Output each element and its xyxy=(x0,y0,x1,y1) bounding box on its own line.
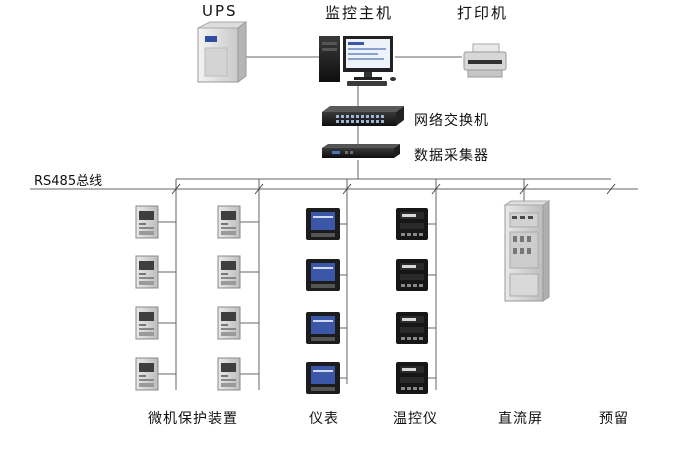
host-label: 监控主机 xyxy=(325,4,394,22)
protection-label: 微机保护装置 xyxy=(148,411,238,427)
ups-label: UPS xyxy=(202,2,238,20)
protection-device-icon xyxy=(135,306,159,340)
bus-slash-marks xyxy=(171,183,616,195)
printer-icon xyxy=(463,43,507,78)
meter-icon xyxy=(306,312,340,344)
protection-device-icon xyxy=(135,255,159,289)
collector-label: 数据采集器 xyxy=(414,148,489,164)
thermo-label: 温控仪 xyxy=(393,411,438,427)
ups-device-icon xyxy=(197,21,248,83)
thermo-controller-icon xyxy=(396,362,428,394)
protection-devices xyxy=(135,205,241,391)
meter-label: 仪表 xyxy=(309,411,339,427)
reserved-label: 预留 xyxy=(599,411,629,427)
meter-icon xyxy=(306,208,340,240)
protection-device-icon xyxy=(217,357,241,391)
protection-device-icon xyxy=(217,205,241,239)
dc-panel-cabinet-icon xyxy=(503,200,551,302)
network-switch-icon xyxy=(322,106,404,126)
meter-icon xyxy=(306,259,340,291)
switch-label: 网络交换机 xyxy=(414,113,489,129)
protection-device-icon xyxy=(217,255,241,289)
bus-label: RS485总线 xyxy=(34,174,103,189)
thermo-controller-devices xyxy=(396,208,428,394)
thermo-controller-icon xyxy=(396,259,428,291)
meter-devices xyxy=(306,208,340,394)
protection-device-icon xyxy=(217,306,241,340)
connection-lines xyxy=(30,56,638,390)
monitoring-host-icon xyxy=(319,36,396,86)
protection-device-icon xyxy=(135,205,159,239)
meter-icon xyxy=(306,362,340,394)
printer-label: 打印机 xyxy=(457,4,509,22)
protection-device-icon xyxy=(135,357,159,391)
data-collector-icon xyxy=(322,144,400,158)
thermo-controller-icon xyxy=(396,208,428,240)
thermo-controller-icon xyxy=(396,312,428,344)
dc-panel-label: 直流屏 xyxy=(498,411,543,427)
